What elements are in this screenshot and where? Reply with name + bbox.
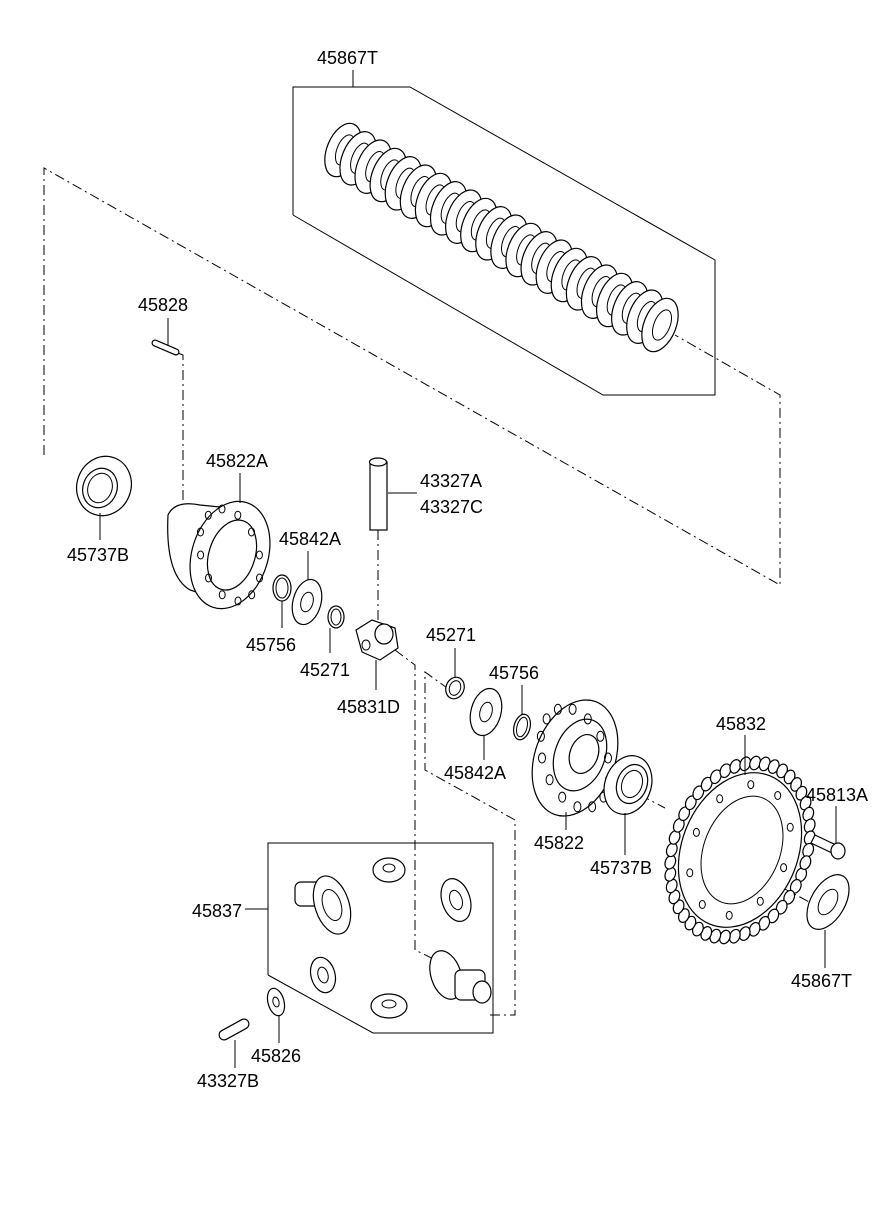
label-45826: 45826 xyxy=(251,1046,301,1066)
part-labels: 45867T 45828 45822A 43327A 43327C 45737B… xyxy=(67,48,868,1091)
label-45756-left: 45756 xyxy=(246,635,296,655)
pin-45828 xyxy=(151,339,180,356)
gear-bolt-hole xyxy=(692,827,700,837)
ring-45271-right xyxy=(445,676,465,700)
bolt-hole xyxy=(256,573,263,583)
gear-bolt-hole xyxy=(756,896,764,906)
label-45271-left: 45271 xyxy=(300,660,350,680)
ring-45756-right xyxy=(512,713,532,741)
case-window xyxy=(604,752,612,764)
gear-tooth xyxy=(700,776,713,792)
clutch-plate-hole xyxy=(651,309,673,341)
bolt-hole xyxy=(218,504,226,514)
label-45842A-bottom: 45842A xyxy=(444,763,506,783)
gear-bolt-hole xyxy=(774,791,782,800)
washer-45826 xyxy=(266,987,286,1017)
gear-tooth xyxy=(799,855,812,870)
bolt-hole xyxy=(234,596,242,606)
label-45867T-top: 45867T xyxy=(317,48,378,68)
bolt-hole xyxy=(205,573,212,583)
bolt-hole xyxy=(248,590,256,600)
pinion-gears-45837 xyxy=(294,857,492,1019)
gear-bolt-hole xyxy=(686,868,694,878)
bolt-hole xyxy=(255,550,263,560)
gear-tooth xyxy=(719,763,732,779)
diff-case-45822 xyxy=(531,699,619,817)
gear-tooth xyxy=(748,921,761,937)
leader-lines xyxy=(99,70,837,1068)
label-45831D: 45831D xyxy=(337,697,400,717)
label-45828: 45828 xyxy=(138,295,188,315)
gear-tooth xyxy=(767,908,780,924)
gear-bolt-hole xyxy=(747,780,755,790)
gear-bolt-hole xyxy=(716,794,724,804)
case-window xyxy=(545,774,554,786)
pin-43327B xyxy=(218,1018,250,1041)
bolt-hole xyxy=(218,590,226,600)
label-45737B-right: 45737B xyxy=(590,858,652,878)
ring-45756-left xyxy=(272,574,292,602)
spider-45831D xyxy=(355,619,399,661)
case-window xyxy=(583,713,592,725)
case-window xyxy=(596,730,605,742)
guide-lines xyxy=(43,167,816,1016)
case-window xyxy=(538,752,546,764)
label-45867T-bottom: 45867T xyxy=(791,971,852,991)
bolt-hole xyxy=(197,550,205,560)
clutch-plate xyxy=(641,297,679,353)
label-45271-right: 45271 xyxy=(426,625,476,645)
ring-45271-left xyxy=(327,605,345,629)
case-window xyxy=(553,703,562,715)
case-window xyxy=(542,713,551,725)
label-43327A: 43327A xyxy=(420,471,482,491)
kit-box-45867T xyxy=(292,86,716,396)
label-45737B-left: 45737B xyxy=(67,545,129,565)
case-window xyxy=(568,703,577,715)
label-45822: 45822 xyxy=(534,833,584,853)
plate-stack-45867T xyxy=(324,122,679,353)
bolt-hole xyxy=(204,510,212,520)
label-45813A: 45813A xyxy=(806,785,868,805)
gear-bolt-hole xyxy=(725,910,733,920)
washer-45842A-bottom xyxy=(469,687,503,737)
bearing-45737B-left xyxy=(76,455,132,517)
shaft-43327A xyxy=(368,457,388,531)
bolt-hole xyxy=(234,510,242,520)
label-45832: 45832 xyxy=(716,714,766,734)
gear-bolt-hole xyxy=(780,863,788,873)
washer-45842A-top xyxy=(291,578,323,626)
label-43327B: 43327B xyxy=(197,1071,259,1091)
label-45842A-top: 45842A xyxy=(279,529,341,549)
gear-bolt-hole xyxy=(786,822,794,832)
bolt-45813A xyxy=(810,834,846,860)
label-43327C: 43327C xyxy=(420,497,483,517)
gear-tooth xyxy=(665,878,678,894)
case-window xyxy=(536,730,545,742)
gear-tooth xyxy=(802,806,815,822)
case-window xyxy=(558,791,567,803)
gear-tooth xyxy=(668,889,681,905)
washer-45867T-bottom xyxy=(806,874,850,930)
kit-box-45837 xyxy=(267,842,494,1034)
diff-case-45822A xyxy=(167,500,271,610)
gear-tooth xyxy=(758,915,771,931)
bearing-45737B-right xyxy=(603,755,653,815)
bolt-hole xyxy=(197,527,204,537)
case-window xyxy=(588,801,597,813)
bolt-hole xyxy=(248,527,255,537)
case-window xyxy=(573,801,582,813)
label-45756-right: 45756 xyxy=(489,663,539,683)
label-45822A: 45822A xyxy=(206,451,268,471)
gear-bolt-hole xyxy=(698,900,706,909)
gear-tooth xyxy=(799,795,812,811)
ring-gear-45832 xyxy=(664,755,816,945)
label-45837: 45837 xyxy=(192,901,242,921)
gear-tooth xyxy=(709,769,722,785)
